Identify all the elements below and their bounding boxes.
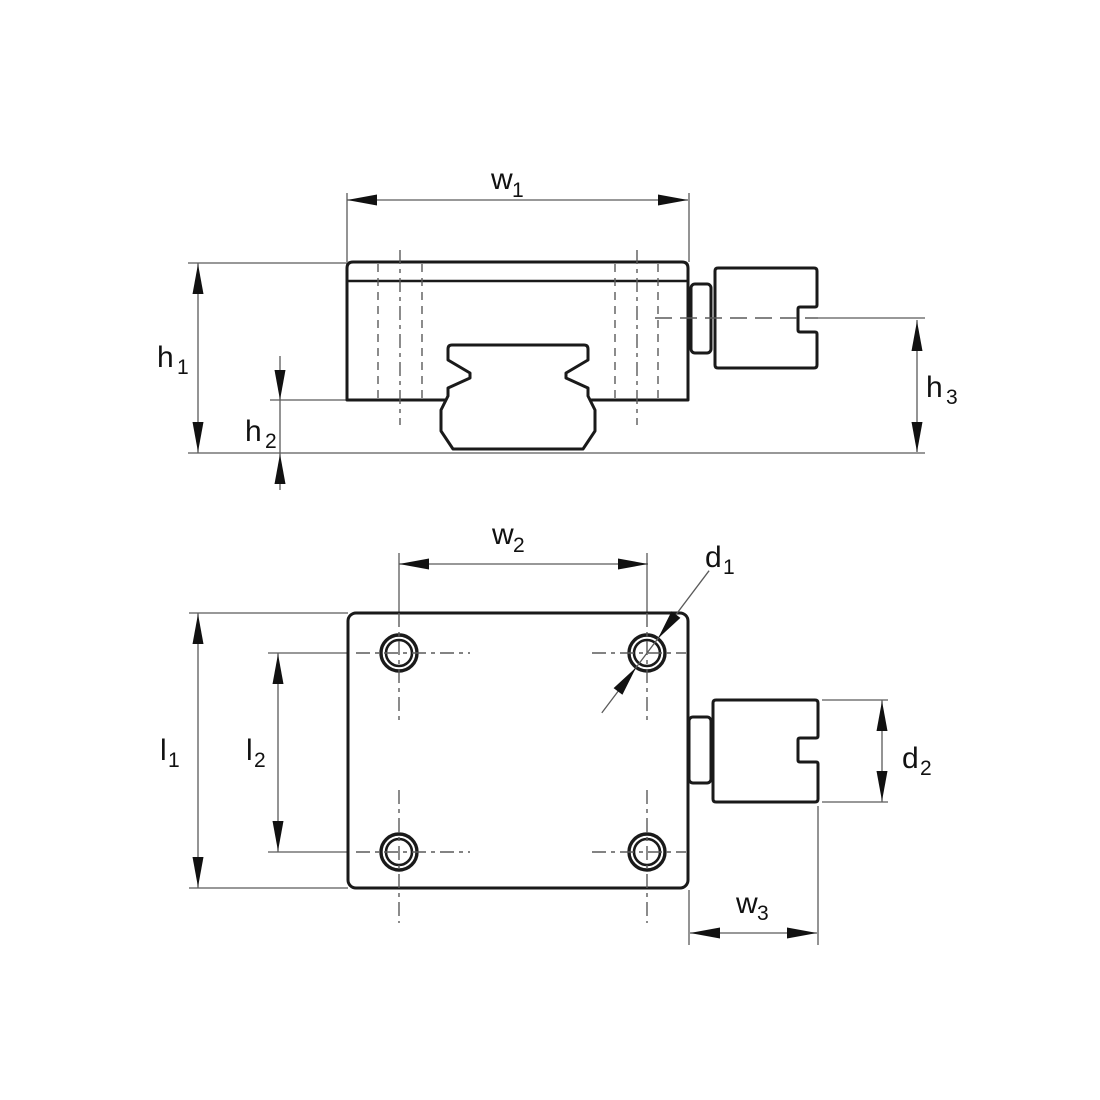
arrowhead-right bbox=[618, 558, 648, 570]
arrowhead-up bbox=[911, 321, 923, 351]
arrowhead-down bbox=[911, 422, 923, 452]
lube-port-neck-plan bbox=[687, 715, 713, 785]
dim-label-w2-sub: 2 bbox=[513, 534, 525, 557]
dim-label-d1-sub: 1 bbox=[723, 556, 735, 579]
lube-port-body-plan bbox=[711, 698, 820, 804]
dim-label-h3: h bbox=[926, 371, 943, 404]
dim-label-h2-sub: 2 bbox=[265, 430, 277, 453]
arrowhead-up bbox=[274, 454, 286, 484]
dim-label-h1: h bbox=[157, 341, 174, 374]
dim-label-d2-sub: 2 bbox=[920, 757, 932, 780]
dim-label-w3-sub: 3 bbox=[757, 902, 769, 925]
dim-w3: w 3 bbox=[690, 887, 817, 939]
plan-view: w 2 l 1 l 2 d 1 bbox=[160, 518, 932, 945]
arrowhead-up bbox=[192, 614, 204, 644]
dim-label-h2: h bbox=[245, 415, 262, 448]
arrowhead-down bbox=[272, 821, 284, 851]
arrowhead-right bbox=[787, 927, 817, 939]
dim-label-w2: w bbox=[491, 518, 514, 551]
dim-label-h3-sub: 3 bbox=[946, 386, 958, 409]
dim-d2: d 2 bbox=[876, 700, 932, 802]
arrowhead-left bbox=[347, 194, 377, 206]
arrowhead-down bbox=[192, 422, 204, 452]
dim-label-d1: d bbox=[705, 541, 722, 574]
dim-label-w3: w bbox=[735, 887, 758, 920]
dim-label-w1: w bbox=[490, 163, 513, 196]
arrowhead-right bbox=[658, 194, 688, 206]
dim-h3: h 3 bbox=[911, 320, 958, 452]
arrowhead-up bbox=[876, 701, 888, 731]
rail-cross-section bbox=[439, 343, 597, 451]
dim-label-d2: d bbox=[902, 742, 919, 775]
dim-l2: l 2 bbox=[246, 653, 284, 852]
arrowhead-left bbox=[399, 558, 429, 570]
dim-label-h1-sub: 1 bbox=[177, 356, 189, 379]
side-elevation-view: w 1 h 1 h 2 h 3 bbox=[157, 163, 958, 490]
dim-h2: h 2 bbox=[245, 356, 286, 490]
arrowhead-down bbox=[876, 771, 888, 801]
arrowhead-lower bbox=[613, 667, 637, 695]
dim-label-l2: l bbox=[246, 734, 253, 767]
arrowhead-down bbox=[192, 857, 204, 887]
dim-w1: w 1 bbox=[347, 163, 688, 206]
dim-d1: d 1 bbox=[601, 541, 735, 714]
dim-l1: l 1 bbox=[160, 613, 204, 888]
arrowhead-up bbox=[272, 654, 284, 684]
arrowhead-upper bbox=[657, 611, 681, 639]
arrowhead-up bbox=[192, 264, 204, 294]
dim-h1: h 1 bbox=[157, 263, 204, 453]
dim-w2: w 2 bbox=[399, 518, 648, 570]
arrowhead-left bbox=[690, 927, 720, 939]
dim-label-l2-sub: 2 bbox=[254, 749, 266, 772]
dim-label-l1: l bbox=[160, 734, 167, 767]
dim-label-l1-sub: 1 bbox=[168, 749, 180, 772]
dim-label-w1-sub: 1 bbox=[512, 179, 524, 202]
arrowhead-down bbox=[274, 370, 286, 400]
carriage-body-side bbox=[345, 260, 690, 402]
